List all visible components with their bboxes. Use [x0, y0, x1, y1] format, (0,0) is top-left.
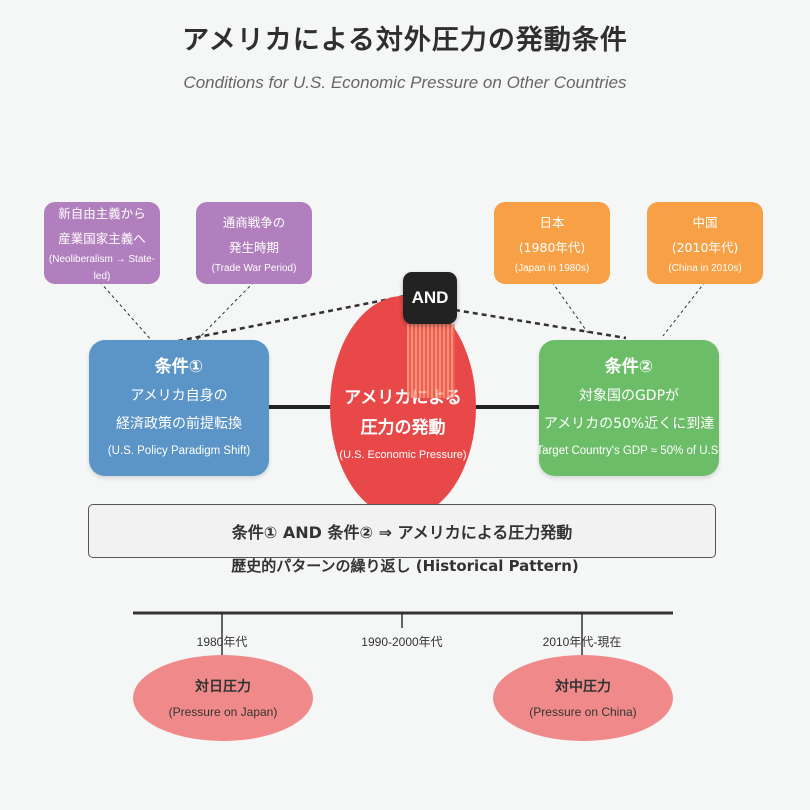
condition-1-line2: 経済政策の前提転換	[116, 416, 242, 432]
tag-japan: 日本 (1980年代) (Japan in 1980s)	[494, 202, 610, 284]
page-title: アメリカによる対外圧力の発動条件	[182, 25, 628, 56]
condition-2-line2: アメリカの50%近くに到達	[543, 416, 715, 432]
pressure-japan-english: (Pressure on Japan)	[168, 705, 278, 719]
tag4-connector	[662, 281, 706, 337]
tag-line: 新自由主義から	[58, 206, 146, 221]
tag-line: 中国	[692, 214, 718, 230]
condition-2-heading: 条件②	[604, 357, 654, 377]
condition-1-box: 条件① アメリカ自身の 経済政策の前提転換 (U.S. Policy Parad…	[89, 340, 269, 476]
tag-trade-war: 通商戦争の 発生時期 (Trade War Period)	[196, 202, 312, 284]
pressure-japan-title: 対日圧力	[195, 679, 251, 695]
tag-neoliberalism: 新自由主義から 産業国家主義へ (Neoliberalism → State-l…	[44, 202, 160, 284]
tag2-connector	[195, 281, 255, 342]
tag-english: (China in 2010s)	[668, 262, 742, 274]
condition-2-line1: 対象国のGDPが	[578, 388, 680, 404]
tag-english: (Japan in 1980s)	[514, 262, 590, 274]
and-connector-left	[177, 294, 406, 343]
tag-line: 発生時期	[228, 239, 279, 255]
condition-2-box: 条件② 対象国のGDPが アメリカの50%近くに到達 (Target Count…	[539, 340, 719, 476]
tag3-connector	[551, 281, 589, 334]
and-connector-right	[454, 308, 627, 340]
tag-english: (Trade War Period)	[211, 262, 297, 274]
timeline-label-1990s: 1990-2000年代	[361, 635, 443, 649]
tag-line: (2010年代)	[671, 239, 739, 255]
and-glow	[407, 324, 455, 398]
tag1-connector	[99, 281, 153, 342]
tag-china: 中国 (2010年代) (China in 2010s)	[647, 202, 763, 284]
tag-line: 日本	[539, 214, 565, 230]
tag-line: 産業国家主義へ	[58, 231, 146, 246]
condition-2-english: (Target Country's GDP ≈ 50% of U.S.)	[539, 445, 719, 457]
condition-1-line1: アメリカ自身の	[130, 388, 228, 404]
pressure-japan-oval: 対日圧力 (Pressure on Japan)	[133, 655, 313, 741]
pressure-china-oval: 対中圧力 (Pressure on China)	[493, 655, 673, 741]
center-line2: 圧力の発動	[360, 418, 446, 438]
condition-1-english: (U.S. Policy Paradigm Shift)	[107, 445, 251, 457]
tag-english: (Neoliberalism → State-led)	[48, 254, 156, 282]
historical-pattern-label: 歴史的パターンの繰り返し (Historical Pattern)	[231, 557, 579, 575]
timeline-label-2010s: 2010年代-現在	[542, 635, 622, 649]
timeline-label-1980s: 1980年代	[196, 635, 248, 649]
pressure-china-title: 対中圧力	[555, 679, 611, 695]
center-english: (U.S. Economic Pressure)	[339, 449, 467, 461]
tag-line: 通商戦争の	[222, 214, 286, 230]
pressure-china-english: (Pressure on China)	[529, 705, 637, 719]
condition-1-heading: 条件①	[154, 357, 204, 377]
formula-box: 条件① AND 条件② ⇒ アメリカによる圧力発動	[88, 504, 716, 558]
page-subtitle: Conditions for U.S. Economic Pressure on…	[183, 73, 627, 92]
tag-line: (1980年代)	[518, 239, 586, 255]
and-gate: AND	[403, 272, 457, 324]
